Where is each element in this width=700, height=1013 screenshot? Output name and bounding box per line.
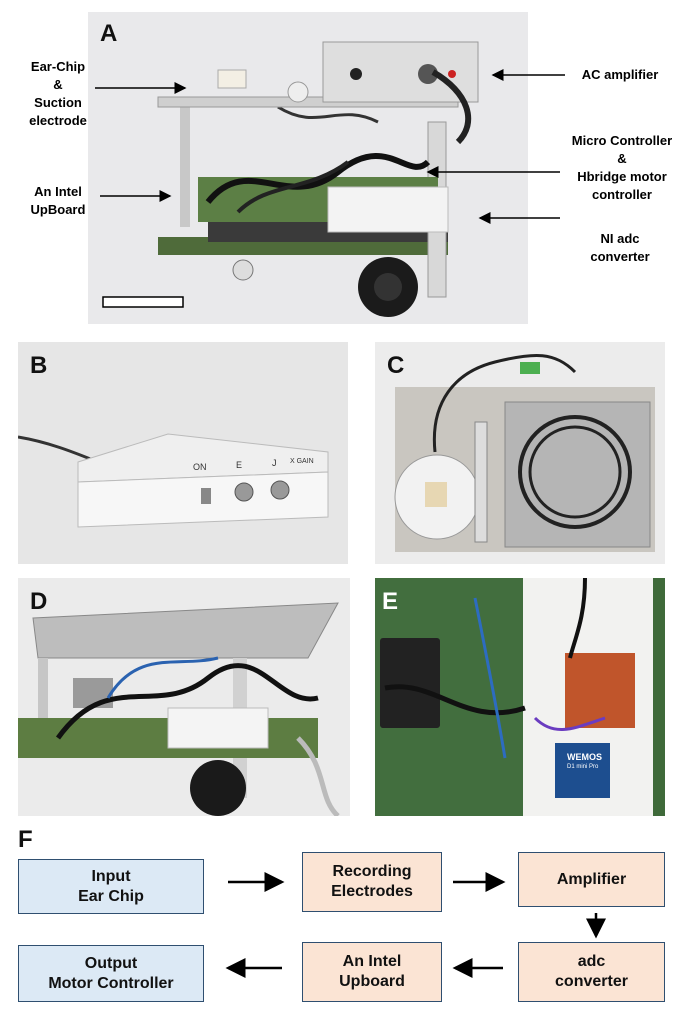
panel-b-on-label: ON bbox=[193, 462, 207, 472]
panel-b-photo bbox=[18, 342, 348, 564]
panel-f-label: F bbox=[18, 826, 33, 853]
flow-box-input-ear-chip: Input Ear Chip bbox=[18, 859, 204, 914]
robot-photo-illustration bbox=[102, 41, 479, 317]
panel-b-xgain-label: X GAIN bbox=[290, 458, 314, 465]
panel-d-photo bbox=[18, 578, 350, 816]
callout-ear-chip: Ear-Chip & Suction electrode bbox=[29, 59, 87, 128]
flow-box-amplifier: Amplifier bbox=[518, 852, 665, 907]
flow-box-output-motor-controller: Output Motor Controller bbox=[18, 945, 204, 1002]
wemos-sub-label: D1 mini Pro bbox=[567, 764, 599, 770]
callout-ac-amplifier: AC amplifier bbox=[581, 67, 659, 82]
panel-b-j-label: J bbox=[272, 458, 277, 468]
flow-box-recording-electrodes: Recording Electrodes bbox=[302, 852, 442, 912]
callout-intel-upboard: An Intel UpBoard bbox=[30, 184, 86, 217]
panel-b-label: B bbox=[30, 352, 48, 379]
callout-ni-adc: NI adc converter bbox=[590, 231, 650, 264]
callout-micro-controller: Micro Controller & Hbridge motor control… bbox=[571, 133, 673, 202]
panel-a-arrows bbox=[95, 69, 565, 224]
panel-c-photo bbox=[375, 342, 665, 564]
wemos-label: WEMOS bbox=[567, 752, 602, 762]
panel-a-photo bbox=[88, 12, 528, 324]
panel-d-label: D bbox=[30, 588, 48, 615]
flow-box-intel-upboard: An Intel Upboard bbox=[302, 942, 442, 1002]
flow-box-adc-converter: adc converter bbox=[518, 942, 665, 1002]
panel-e-label: E bbox=[382, 588, 399, 615]
panel-b-e-label: E bbox=[236, 460, 243, 470]
panel-a-label: A bbox=[100, 20, 118, 47]
flow-arrows bbox=[225, 872, 606, 978]
panel-e-photo bbox=[375, 578, 665, 816]
panel-c-label: C bbox=[387, 352, 405, 379]
